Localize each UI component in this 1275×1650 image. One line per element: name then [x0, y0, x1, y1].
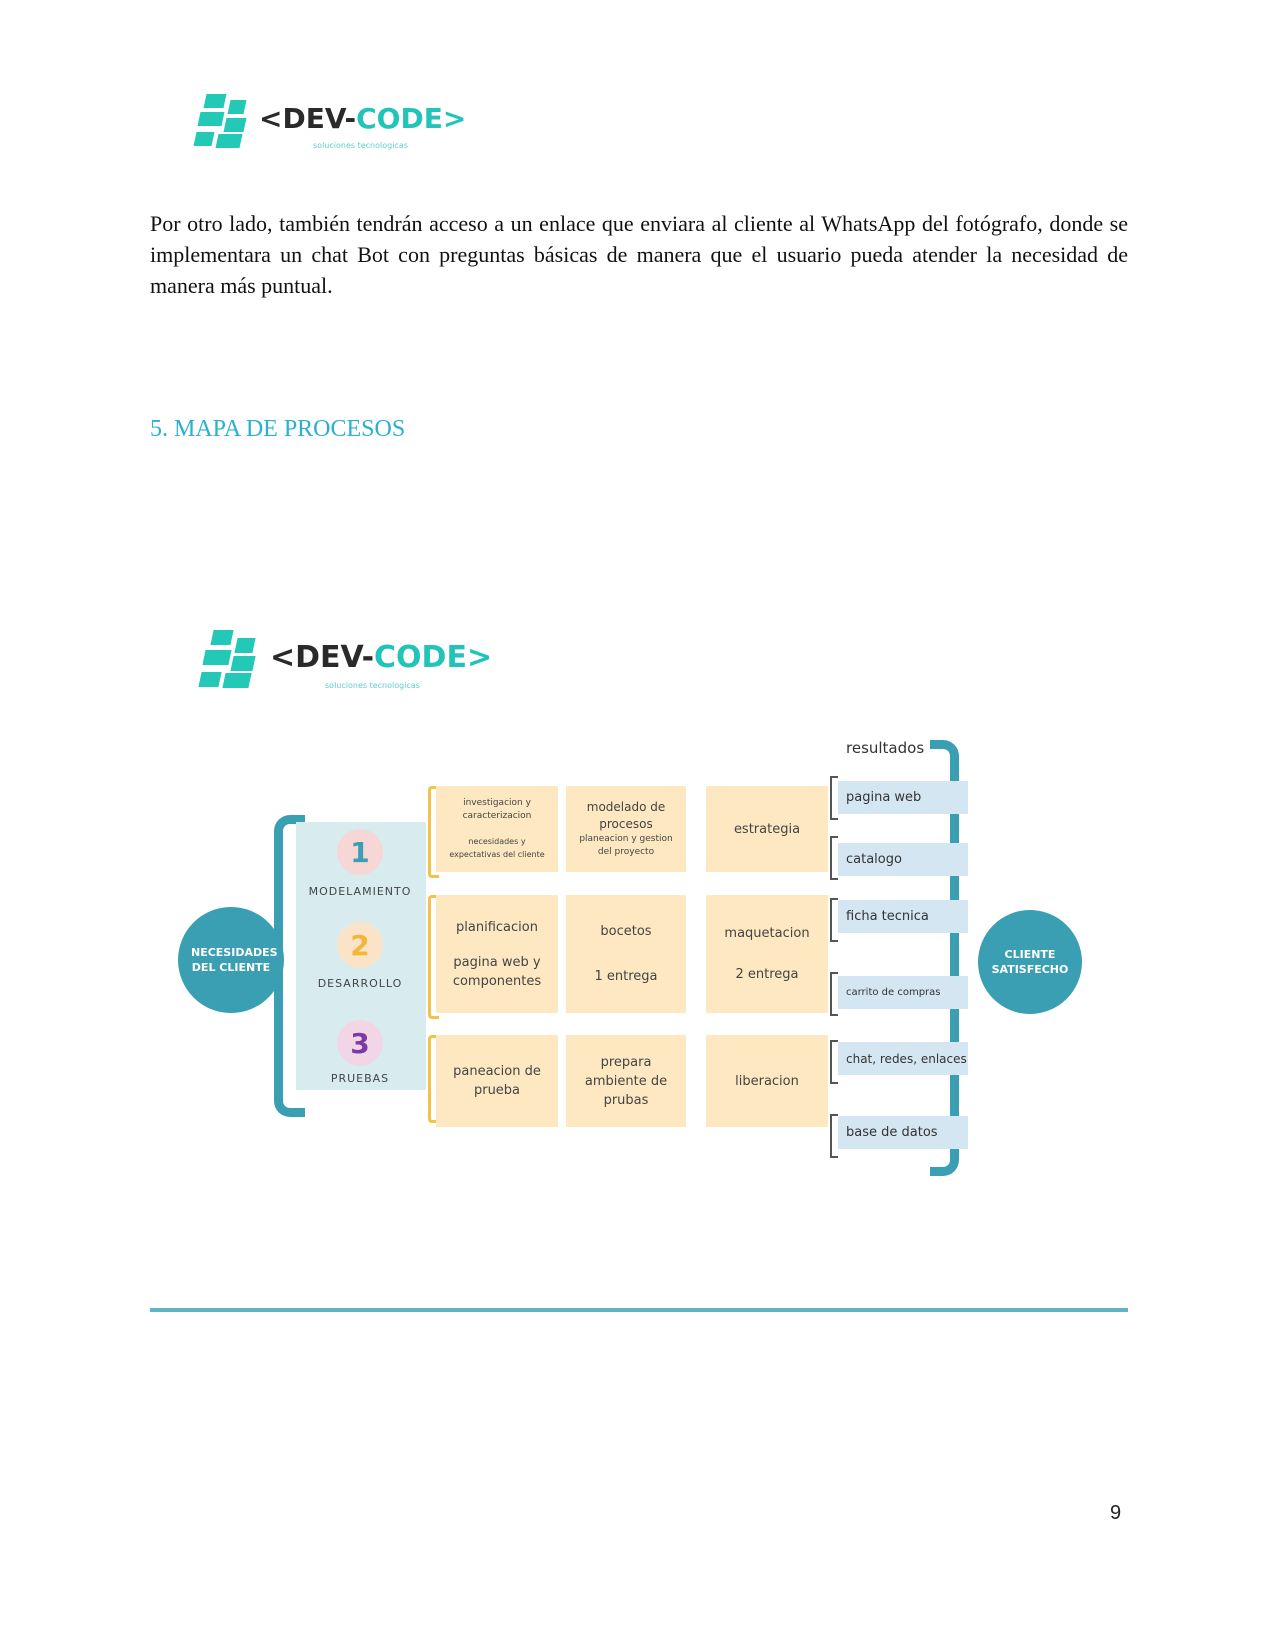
result-bracket-1 [830, 776, 838, 820]
stage-label-pruebas: PRUEBAS [330, 1072, 390, 1085]
logo-tagline: soluciones tecnologicas [313, 141, 408, 150]
diagram-logo-wordmark: <DEV-CODE> [270, 640, 493, 675]
result-bracket-6 [830, 1114, 838, 1158]
box-investigacion: investigacion y caracterizacion necesida… [436, 786, 558, 872]
section-heading: 5. MAPA DE PROCESOS [150, 416, 406, 442]
process-map-diagram: <DEV-CODE> soluciones tecnologicas NECES… [178, 628, 1082, 1176]
stage-number-3: 3 [337, 1020, 383, 1066]
stage-label-desarrollo: DESARROLLO [317, 977, 403, 990]
box-liberacion: liberacion [706, 1035, 828, 1127]
box-modelado: modelado de procesos planeacion y gestio… [566, 786, 686, 872]
diagram-logo-mark-icon [198, 628, 260, 690]
stage-number-2: 2 [337, 922, 383, 968]
result-pagina-web: pagina web [838, 781, 968, 814]
result-bracket-3 [830, 898, 838, 942]
footer-divider [150, 1308, 1128, 1312]
box-maquetacion: maquetacion 2 entrega [706, 895, 828, 1013]
box-prepara-ambiente: prepara ambiente de prubas [566, 1035, 686, 1127]
result-bracket-5 [830, 1040, 838, 1084]
needs-circle: NECESIDADES DEL CLIENTE [178, 907, 284, 1013]
result-bracket-2 [830, 836, 838, 880]
result-catalogo: catalogo [838, 843, 968, 876]
logo-wordmark: <DEV-CODE> [259, 102, 467, 135]
row3-bracket [428, 1035, 439, 1123]
results-title: resultados [846, 739, 925, 757]
right-bracket [930, 740, 959, 1176]
result-carrito: carrito de compras [838, 976, 968, 1009]
box-planificacion: planificacion pagina web y componentes [436, 895, 558, 1013]
satisfied-circle: CLIENTE SATISFECHO [978, 910, 1082, 1014]
body-paragraph: Por otro lado, también tendrán acceso a … [150, 211, 1128, 298]
stage-label-modelamiento: MODELAMIENTO [308, 885, 412, 898]
page-number: 9 [1110, 1502, 1122, 1524]
diagram-logo: <DEV-CODE> soluciones tecnologicas [198, 628, 520, 698]
header-logo: <DEV-CODE> soluciones tecnologicas [193, 92, 485, 158]
row2-bracket [428, 895, 439, 1019]
result-base-datos: base de datos [838, 1116, 968, 1149]
result-chat-redes: chat, redes, enlaces [838, 1042, 968, 1075]
box-estrategia: estrategia [706, 786, 828, 872]
stage-number-1: 1 [337, 829, 383, 875]
diagram-logo-tagline: soluciones tecnologicas [325, 681, 420, 690]
box-bocetos: bocetos 1 entrega [566, 895, 686, 1013]
result-ficha-tecnica: ficha tecnica [838, 900, 968, 933]
row1-bracket [428, 786, 439, 878]
box-paneacion: paneacion de prueba [436, 1035, 558, 1127]
result-bracket-4 [830, 972, 838, 1016]
